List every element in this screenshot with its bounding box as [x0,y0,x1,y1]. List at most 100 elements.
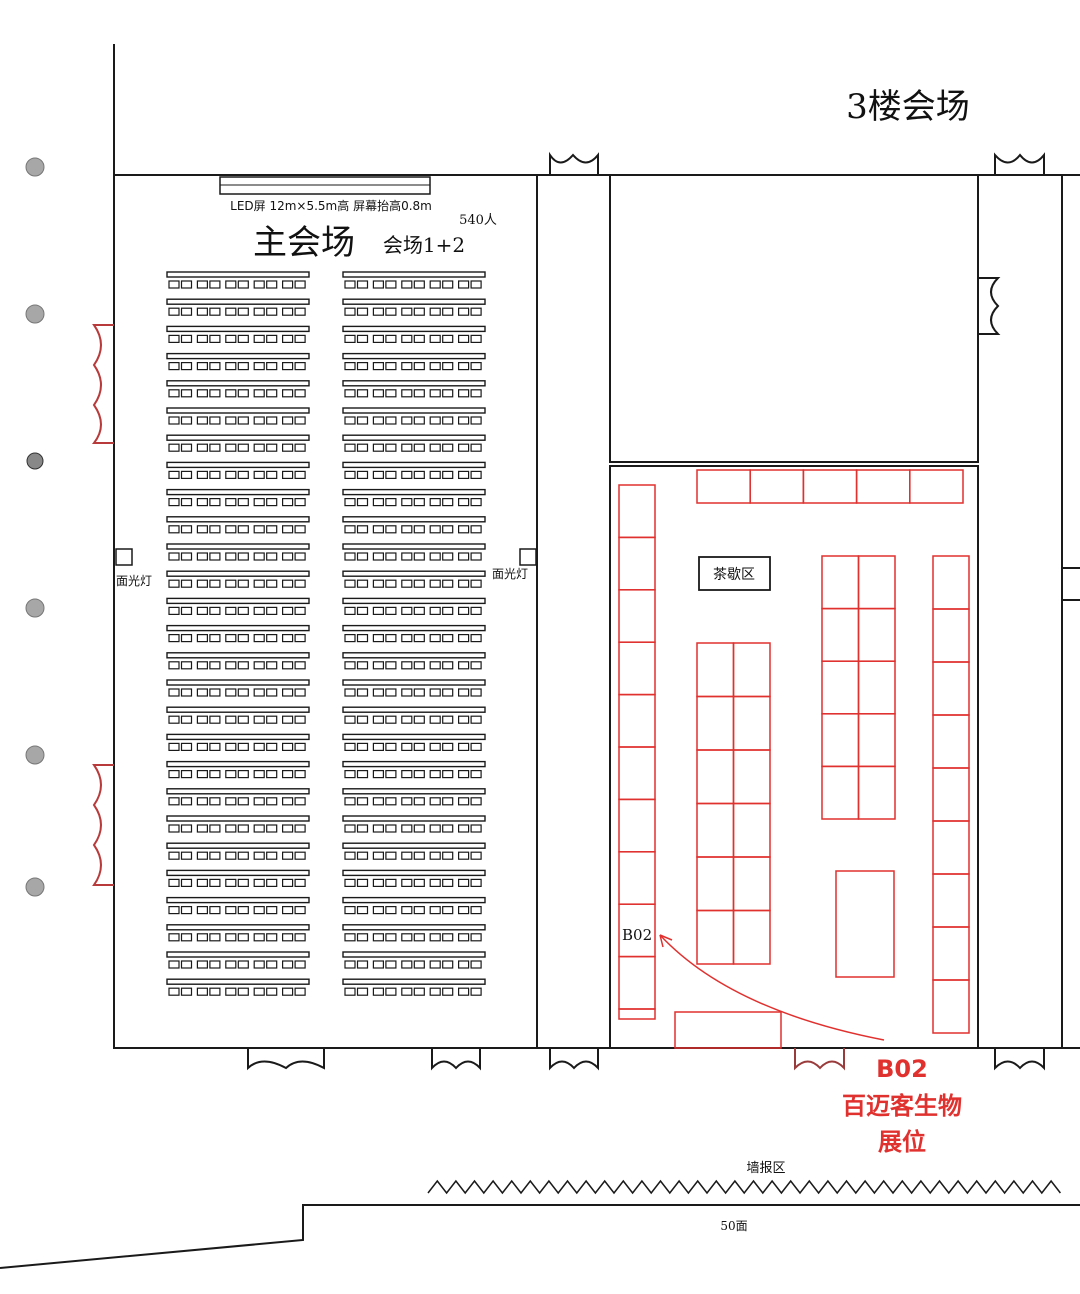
seat [385,579,397,588]
seat [385,878,397,888]
seat [372,606,384,616]
seat [266,633,278,643]
seat [209,362,221,371]
seat [253,334,265,343]
door-bottom-expo [794,1048,845,1071]
seat [282,443,294,452]
booth-mid-block [821,713,860,768]
seat [385,443,397,452]
seat [168,797,180,806]
seat [385,307,397,316]
seat [294,688,306,697]
booth-center-block [732,856,771,912]
booth-left-column [618,798,656,853]
seat [266,498,278,507]
seat [168,498,180,507]
seat [442,824,454,833]
door-bottom-3 [549,1048,599,1071]
seat [180,552,193,561]
seat [372,525,384,534]
booth-single [835,870,895,978]
seat [429,688,441,697]
seat [458,606,470,616]
seat [225,443,237,452]
table-strip [342,543,486,550]
seat [225,715,237,724]
seat [225,362,237,371]
booth-center-block [732,909,771,965]
seat [266,851,278,860]
table-strip [342,679,486,686]
seat [458,362,470,371]
door-bottom-5 [994,1048,1045,1071]
seat [401,579,413,588]
seat [356,769,369,779]
seat [372,715,384,724]
seat [470,742,482,752]
seat [413,824,425,833]
seat [168,661,180,670]
seat [266,552,278,561]
seat [282,307,294,316]
seat [168,470,180,479]
column-5 [25,745,45,765]
seat [458,307,470,316]
seat-row [166,488,310,507]
seat [225,552,237,561]
seat [196,579,208,588]
seat [442,905,454,915]
door-left-2 [92,764,114,886]
seat [253,851,265,860]
seat [429,498,441,507]
seat [385,362,397,371]
seat-row [166,815,310,833]
seat [266,362,278,371]
seat [401,334,413,343]
seat [385,851,397,860]
seat [225,525,237,534]
seat [344,905,356,915]
seat [385,661,397,670]
seat [429,470,441,479]
seat [294,498,306,507]
seat [401,498,413,507]
seat-row [166,298,310,316]
seat [237,552,249,561]
seat [470,307,482,316]
seat [294,470,306,479]
seat [253,797,265,806]
seat [344,742,356,752]
booth-center-block [696,749,735,805]
seat [168,960,180,969]
seat [168,606,180,616]
tea-break-label: 茶歇区 [713,567,755,583]
seat [282,851,294,860]
seat [282,606,294,616]
seat [356,416,369,425]
seat [413,878,425,888]
seat [442,498,454,507]
seat [458,416,470,425]
booth-center-block [696,642,735,698]
seat [237,389,249,398]
seat [401,987,413,996]
seat [401,905,413,915]
seat [196,552,208,561]
seat [470,470,482,479]
seat [294,987,306,996]
booth-center-block [732,749,771,805]
seat-row [166,733,310,752]
seat [372,987,384,996]
seat [225,389,237,398]
seat [372,742,384,752]
seat [385,715,397,724]
table-strip [166,733,310,741]
seat [266,824,278,833]
seat-row [342,951,486,969]
booth-left-column [618,955,656,1010]
seat [237,334,249,343]
seat-row [166,706,310,724]
booth-mid-block [821,607,860,662]
seat [401,742,413,752]
seat [225,688,237,697]
